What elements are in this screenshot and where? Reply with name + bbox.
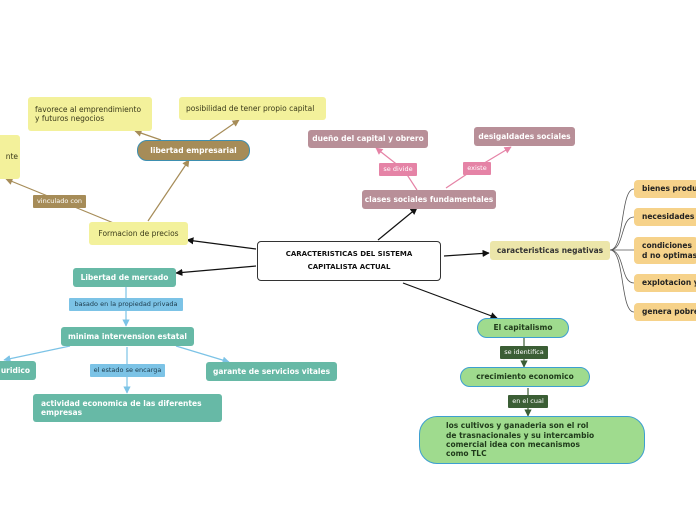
node-negativa-1-label: bienes produ — [642, 184, 696, 194]
node-capitalismo[interactable]: El capitalismo — [477, 318, 569, 338]
tag-basado-en: basado en la propiedad privada — [69, 298, 183, 311]
tag-estado-se-encarga-label: el estado se encarga — [93, 366, 162, 375]
node-actividad-economica-label: actividad economica de las diferentes em… — [41, 398, 202, 417]
node-central-topic-label: CARACTERISTICAS DEL SISTEMA CAPITALISTA … — [285, 250, 413, 271]
node-clases-sociales[interactable]: clases sociales fundamentales — [362, 190, 496, 209]
node-capitalismo-label: El capitalismo — [493, 323, 553, 333]
node-actividad-economica[interactable]: actividad economica de las diferentes em… — [33, 394, 222, 422]
node-posibilidad[interactable]: posibilidad de tener propio capital — [179, 97, 326, 120]
node-negativa-3[interactable]: condiciones d no optimas — [634, 237, 696, 264]
tag-basado-en-label: basado en la propiedad privada — [74, 300, 178, 309]
tag-en-el-cual: en el cual — [508, 395, 548, 408]
node-crecimiento-economico-label: crecimiento economico — [476, 372, 574, 382]
edge-formacion-libertad-empresarial — [147, 159, 190, 222]
node-cut-left-label: nte — [5, 152, 18, 162]
edge-minima-juridico — [3, 345, 71, 363]
tag-estado-se-encarga: el estado se encarga — [90, 364, 165, 377]
node-cultivos-ganaderia[interactable]: los cultivos y ganaderia son el rol de t… — [419, 416, 645, 464]
node-garante-servicios-label: garante de servicios vitales — [212, 366, 331, 376]
node-minima-intervension-label: minima intervension estatal — [68, 331, 187, 341]
node-caracteristicas-negativas-label: caracteristicas negativas — [496, 245, 604, 255]
node-negativa-5-label: genera pobre — [642, 307, 696, 317]
node-negativa-1[interactable]: bienes produ — [634, 180, 696, 198]
node-negativa-4-label: explotacion y — [642, 278, 696, 288]
edge-libertad-posibilidad — [209, 119, 240, 141]
node-cultivos-ganaderia-label: los cultivos y ganaderia son el rol de t… — [446, 421, 595, 459]
edge-center-clases — [377, 207, 418, 241]
node-desigualdades[interactable]: desigaldades sociales — [474, 127, 575, 146]
node-desigualdades-label: desigaldades sociales — [478, 131, 571, 141]
edge-minima-garante — [175, 345, 230, 364]
edge-neg-item-2 — [609, 216, 635, 251]
node-libertad-mercado-label: Libertad de mercado — [80, 272, 169, 282]
tag-en-el-cual-label: en el cual — [512, 397, 544, 406]
edge-center-negativas — [443, 249, 490, 258]
tag-se-divide-label: se divide — [383, 165, 413, 174]
tag-se-identifica-label: se identifica — [504, 348, 544, 357]
node-libertad-mercado[interactable]: Libertad de mercado — [73, 268, 176, 287]
edge-libertad-favorece — [134, 129, 162, 141]
node-dueno-capital-label: dueño del capital y obrero — [312, 134, 424, 144]
tag-se-divide: se divide — [379, 163, 417, 176]
node-clases-sociales-label: clases sociales fundamentales — [364, 194, 494, 204]
node-formacion-precios-label: Formacion de precios — [98, 228, 179, 238]
tag-vinculado-con-label: vinculado con — [36, 197, 83, 206]
node-favorece-label: favorece al emprendimiento y futuros neg… — [35, 104, 142, 123]
node-libertad-empresarial-label: libertad empresarial — [150, 145, 237, 155]
node-dueno-capital[interactable]: dueño del capital y obrero — [308, 130, 428, 148]
tag-existe-label: existe — [467, 164, 487, 173]
node-cut-left[interactable]: nte — [0, 135, 20, 179]
node-libertad-empresarial[interactable]: libertad empresarial — [137, 140, 250, 161]
node-garante-servicios[interactable]: garante de servicios vitales — [206, 362, 337, 381]
node-formacion-precios[interactable]: Formacion de precios — [89, 222, 188, 245]
node-favorece[interactable]: favorece al emprendimiento y futuros neg… — [28, 97, 152, 131]
edge-center-capitalismo — [402, 282, 498, 320]
node-juridico-label: uridico — [0, 365, 30, 375]
edge-center-libertad-mercado — [175, 265, 257, 277]
node-negativa-2-label: necesidades — [642, 212, 695, 222]
node-central-topic[interactable]: CARACTERISTICAS DEL SISTEMA CAPITALISTA … — [257, 241, 441, 281]
node-caracteristicas-negativas[interactable]: caracteristicas negativas — [490, 241, 610, 260]
node-minima-intervension[interactable]: minima intervension estatal — [61, 327, 194, 346]
node-negativa-3-label: condiciones d no optimas — [642, 241, 696, 260]
edge-neg-item-1 — [609, 188, 635, 251]
node-negativa-5[interactable]: genera pobre — [634, 303, 696, 321]
tag-existe: existe — [463, 162, 491, 175]
tag-se-identifica: se identifica — [500, 346, 548, 359]
tag-vinculado-con: vinculado con — [33, 195, 86, 208]
node-crecimiento-economico[interactable]: crecimiento economico — [460, 367, 590, 387]
edge-neg-item-5 — [609, 249, 635, 313]
node-juridico[interactable]: uridico — [0, 361, 36, 380]
node-posibilidad-label: posibilidad de tener propio capital — [186, 103, 315, 113]
node-negativa-2[interactable]: necesidades — [634, 208, 696, 226]
edge-center-formacion — [186, 237, 257, 250]
node-negativa-4[interactable]: explotacion y — [634, 274, 696, 292]
